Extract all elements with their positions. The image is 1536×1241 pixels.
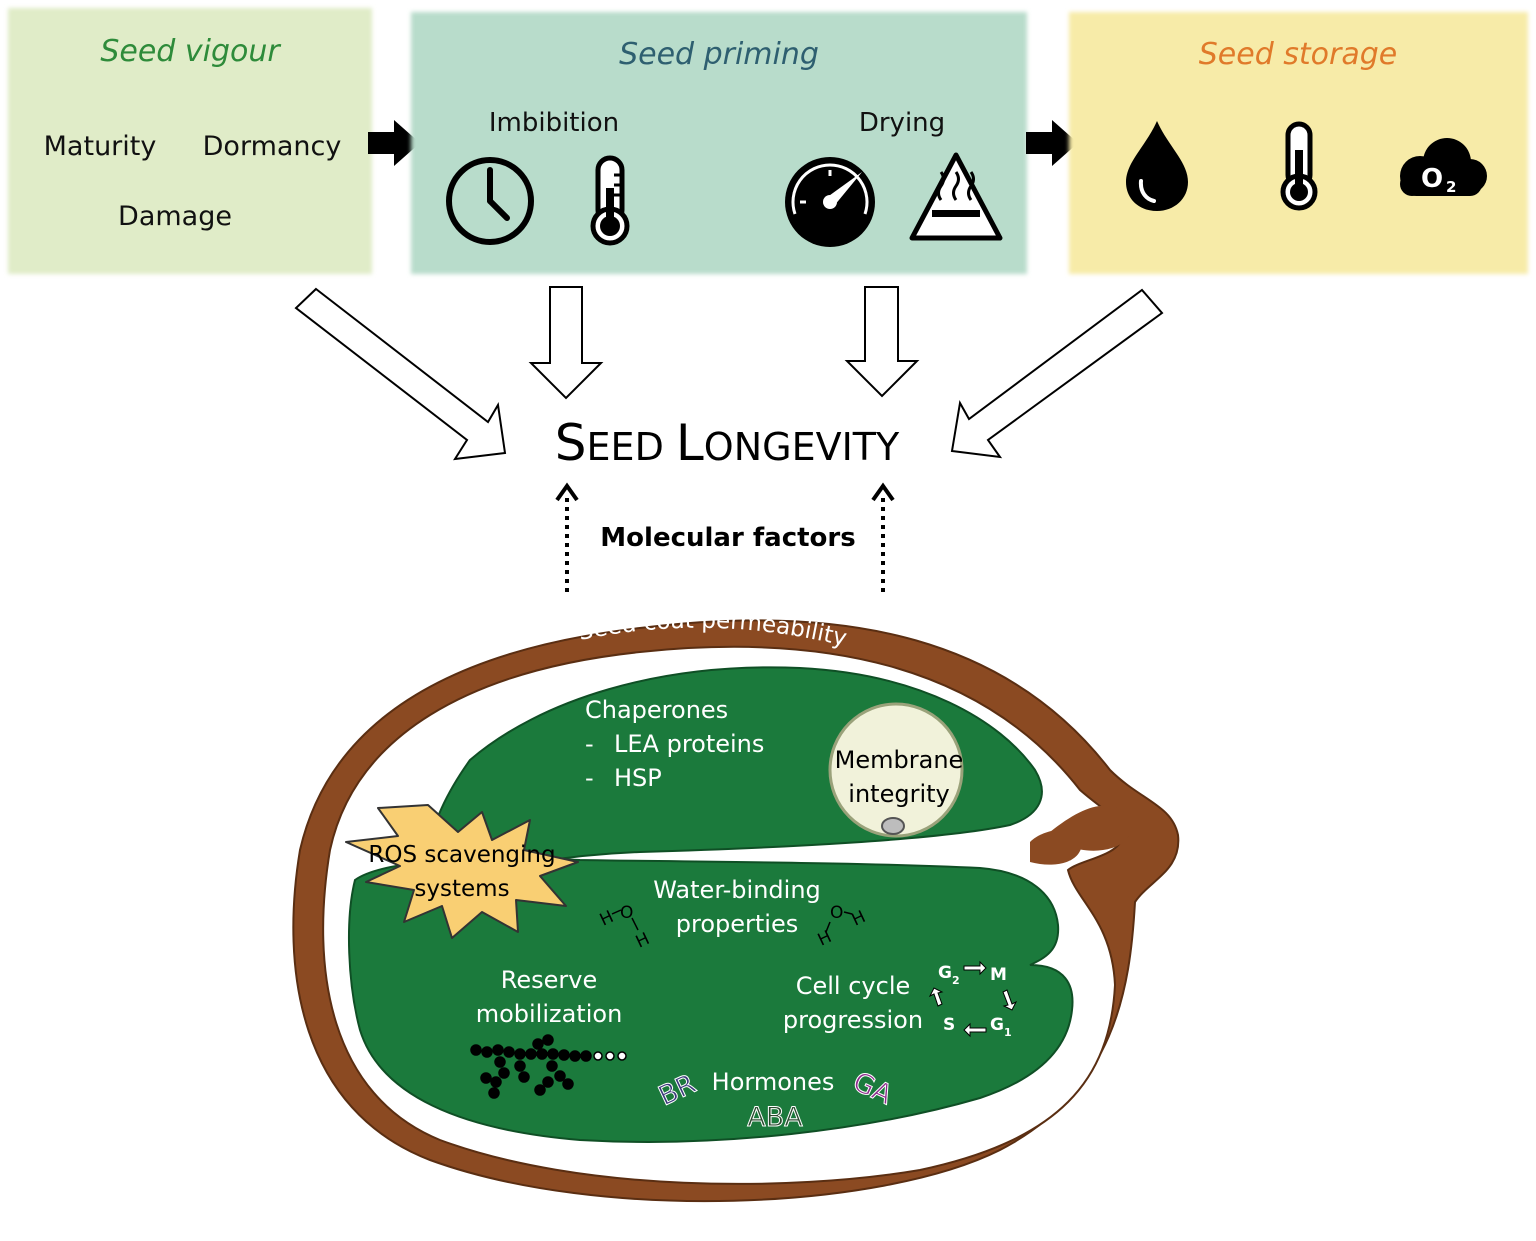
svg-text:M: M [990,965,1007,985]
heat-warning-icon [909,152,1003,241]
ros-label: ROS scavenging [368,842,555,868]
lower-cotyledon [348,857,1074,1143]
svg-text:S: S [943,1015,955,1035]
thermometer-icon [1280,121,1318,211]
seed-storage-box: Seed storage O 2 [1069,12,1528,274]
damage-label: Damage [118,201,232,232]
arrow-priming-to-storage [1026,120,1078,166]
mobilization-label: mobilization [476,1000,623,1028]
oxygen-cloud-icon: O 2 [1400,138,1487,196]
systems-label: systems [414,876,509,902]
dotted-arrow-left [555,482,579,592]
membrane-integrity-cell: Membrane integrity [828,702,964,838]
hsp-label: HSP [614,764,662,792]
svg-text:2: 2 [952,974,960,987]
aba-hormone-label: ABA [747,1102,803,1133]
arrow-drying-to-longevity [844,286,920,398]
lea-proteins-label: LEA proteins [614,730,764,758]
svg-text:G: G [990,1015,1004,1035]
maturity-label: Maturity [44,131,157,162]
integrity-label: integrity [848,780,949,808]
speed-gauge-icon [785,157,875,247]
membrane-label: Membrane [835,746,964,774]
lea-dash: - [585,730,594,758]
drying-label: Drying [859,108,945,138]
starch-chain-icon [470,1034,627,1099]
dormancy-label: Dormancy [203,131,342,162]
oxygen-subscript: 2 [1446,178,1456,196]
water-binding-label: Water-binding [653,876,821,904]
hsp-dash: - [585,764,594,792]
svg-text:G: G [938,963,952,983]
clock-icon [446,157,534,245]
hormones-label: Hormones [712,1068,835,1096]
arrow-storage-to-longevity [950,288,1164,459]
imbibition-label: Imbibition [489,108,619,138]
seed-illustration: Seed coat permeability Chaperones - LEA … [292,608,1180,1203]
cell-cycle-icon: G 2 M G 1 S [928,960,1018,1039]
progression-label: progression [783,1006,923,1034]
svg-text:O: O [620,903,633,923]
seed-vigour-box: Seed vigour Maturity Dormancy Damage [8,8,372,274]
arrow-vigour-to-priming [368,120,420,166]
water-molecule-icon: H O H [597,903,653,953]
molecular-factors-label: Molecular factors [600,523,855,553]
seed-storage-title: Seed storage [1199,37,1398,72]
arrow-vigour-to-longevity [294,287,507,461]
svg-text:1: 1 [1004,1026,1012,1039]
thermometer-icon [590,155,630,246]
dotted-arrow-right [871,482,895,592]
oxygen-label: O [1421,164,1443,194]
properties-label: properties [676,910,798,938]
seed-priming-title: Seed priming [619,37,819,72]
water-drop-icon [1126,121,1188,211]
seed-vigour-title: Seed vigour [100,34,281,69]
seed-longevity-title: SEED LONGEVITY [555,414,900,472]
ros-scavenging-burst: ROS scavenging systems [345,804,579,939]
reserve-label: Reserve [501,966,597,994]
svg-text:O: O [830,903,843,923]
cell-cycle-label: Cell cycle [796,972,911,1000]
arrow-imbibition-to-longevity [528,286,604,400]
chaperones-label: Chaperones [585,696,728,724]
seed-priming-box: Seed priming Imbibition Drying [411,12,1027,274]
